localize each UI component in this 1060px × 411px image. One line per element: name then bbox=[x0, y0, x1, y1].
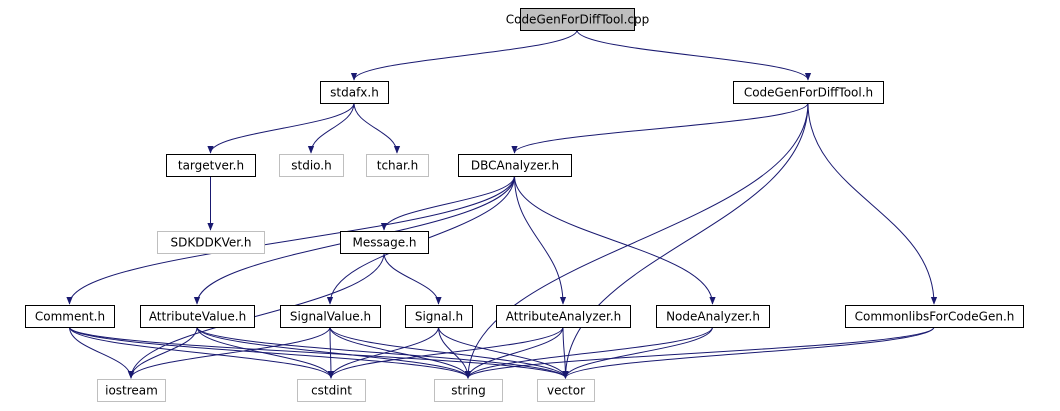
edge-attributevalue-to-vector bbox=[196, 326, 569, 379]
node-vector-label: vector bbox=[547, 384, 585, 398]
edge-cgfdt_h-to-string bbox=[464, 102, 809, 379]
edge-root-to-cgfdt_h bbox=[576, 29, 812, 81]
edge-comment-to-vector bbox=[69, 326, 569, 379]
edge-attributevalue-to-string bbox=[196, 326, 472, 379]
node-iostream-box bbox=[97, 379, 166, 402]
edge-message-to-iostream bbox=[127, 252, 385, 379]
node-message[interactable]: Message.h bbox=[340, 231, 429, 254]
node-string-label: string bbox=[451, 384, 485, 398]
node-sdkddkver-label: SDKDDKVer.h bbox=[171, 236, 252, 250]
edge-stdafx-to-stdio bbox=[307, 102, 355, 154]
node-attributevalue-box bbox=[140, 305, 255, 328]
node-commonlibs[interactable]: CommonlibsForCodeGen.h bbox=[845, 305, 1024, 328]
node-stdio-box bbox=[279, 154, 344, 177]
edge-signalvalue-to-iostream bbox=[127, 326, 331, 379]
node-message-label: Message.h bbox=[352, 236, 416, 250]
node-vector: vector bbox=[537, 379, 595, 402]
edge-signalvalue-to-cstdint bbox=[327, 326, 335, 379]
node-nodeanalyzer-box bbox=[656, 305, 770, 328]
edge-signal-to-cstdint bbox=[327, 326, 439, 379]
node-nodeanalyzer-label: NodeAnalyzer.h bbox=[666, 310, 760, 324]
edge-attributeanalyzer-to-string bbox=[464, 326, 564, 379]
node-root[interactable]: CodeGenForDiffTool.cpp bbox=[506, 8, 650, 31]
node-comment-box bbox=[25, 305, 115, 328]
node-iostream-label: iostream bbox=[105, 384, 158, 398]
node-cstdint-label: cstdint bbox=[311, 384, 352, 398]
edge-nodeanalyzer-to-vector bbox=[562, 326, 713, 379]
node-cstdint-box bbox=[297, 379, 366, 402]
node-attributeanalyzer-box bbox=[496, 305, 631, 328]
node-dbcanalyzer-label: DBCAnalyzer.h bbox=[471, 159, 559, 173]
edge-attributevalue-to-iostream bbox=[127, 326, 198, 379]
edge-stdafx-to-targetver bbox=[207, 102, 355, 154]
node-targetver-label: targetver.h bbox=[178, 159, 244, 173]
node-sdkddkver: SDKDDKVer.h bbox=[157, 231, 265, 254]
node-cgfdt_h[interactable]: CodeGenForDiffTool.h bbox=[733, 81, 884, 104]
node-sdkddkver-box bbox=[157, 231, 265, 254]
nodes-layer: CodeGenForDiffTool.cpp stdafx.h CodeGenFor… bbox=[25, 8, 1024, 402]
node-targetver-box bbox=[166, 154, 256, 177]
node-nodeanalyzer[interactable]: NodeAnalyzer.h bbox=[656, 305, 770, 328]
edge-comment-to-string bbox=[69, 326, 472, 379]
node-attributevalue-label: AttributeValue.h bbox=[149, 310, 246, 324]
node-signalvalue-box bbox=[280, 305, 381, 328]
node-message-box bbox=[340, 231, 429, 254]
edge-message-to-signal bbox=[383, 252, 442, 305]
edge-cgfdt_h-to-vector bbox=[562, 102, 809, 379]
node-string: string bbox=[434, 379, 503, 402]
edge-dbcanalyzer-to-comment bbox=[66, 175, 515, 305]
edge-attributeanalyzer-to-cstdint bbox=[327, 326, 564, 379]
edge-signal-to-vector bbox=[438, 326, 569, 379]
edge-root-to-stdafx bbox=[350, 29, 578, 81]
node-signal-label: Signal.h bbox=[415, 310, 463, 324]
edge-comment-to-cstdint bbox=[69, 326, 335, 379]
node-root-label: CodeGenForDiffTool.cpp bbox=[506, 13, 650, 27]
node-string-box bbox=[434, 379, 503, 402]
node-iostream: iostream bbox=[97, 379, 166, 402]
node-signalvalue-label: SignalValue.h bbox=[290, 310, 371, 324]
edge-attributevalue-to-cstdint bbox=[196, 326, 335, 379]
edge-signalvalue-to-string bbox=[329, 326, 472, 379]
node-signal[interactable]: Signal.h bbox=[405, 305, 473, 328]
edge-attributeanalyzer-to-vector bbox=[562, 326, 569, 379]
edge-stdafx-to-tchar bbox=[353, 102, 401, 154]
node-vector-box bbox=[537, 379, 595, 402]
node-stdafx-label: stdafx.h bbox=[330, 86, 379, 100]
edge-commonlibs-to-string bbox=[464, 326, 935, 379]
node-cgfdt_h-label: CodeGenForDiffTool.h bbox=[744, 86, 873, 100]
node-dbcanalyzer-box bbox=[458, 154, 572, 177]
edge-commonlibs-to-vector bbox=[562, 326, 935, 379]
node-tchar-label: tchar.h bbox=[377, 159, 419, 173]
node-tchar-box bbox=[366, 154, 429, 177]
edge-dbcanalyzer-to-nodeanalyzer bbox=[514, 175, 716, 305]
node-signalvalue[interactable]: SignalValue.h bbox=[280, 305, 381, 328]
node-stdafx-box bbox=[320, 81, 389, 104]
edge-dbcanalyzer-to-attributeanalyzer bbox=[514, 175, 567, 305]
node-comment[interactable]: Comment.h bbox=[25, 305, 115, 328]
node-stdio-label: stdio.h bbox=[291, 159, 331, 173]
edge-cgfdt_h-to-commonlibs bbox=[807, 102, 938, 305]
edge-cgfdt_h-to-dbcanalyzer bbox=[511, 102, 809, 154]
node-comment-label: Comment.h bbox=[35, 310, 105, 324]
node-commonlibs-label: CommonlibsForCodeGen.h bbox=[855, 310, 1015, 324]
node-signal-box bbox=[405, 305, 473, 328]
node-stdafx[interactable]: stdafx.h bbox=[320, 81, 389, 104]
node-attributeanalyzer[interactable]: AttributeAnalyzer.h bbox=[496, 305, 631, 328]
node-cstdint: cstdint bbox=[297, 379, 366, 402]
node-tchar: tchar.h bbox=[366, 154, 429, 177]
node-commonlibs-box bbox=[845, 305, 1024, 328]
node-attributevalue[interactable]: AttributeValue.h bbox=[140, 305, 255, 328]
node-dbcanalyzer[interactable]: DBCAnalyzer.h bbox=[458, 154, 572, 177]
node-cgfdt_h-box bbox=[733, 81, 884, 104]
edge-nodeanalyzer-to-string bbox=[464, 326, 713, 379]
edge-dbcanalyzer-to-message bbox=[380, 175, 515, 231]
node-stdio: stdio.h bbox=[279, 154, 344, 177]
node-root-box bbox=[520, 8, 635, 31]
node-attributeanalyzer-label: AttributeAnalyzer.h bbox=[506, 310, 622, 324]
node-targetver[interactable]: targetver.h bbox=[166, 154, 256, 177]
